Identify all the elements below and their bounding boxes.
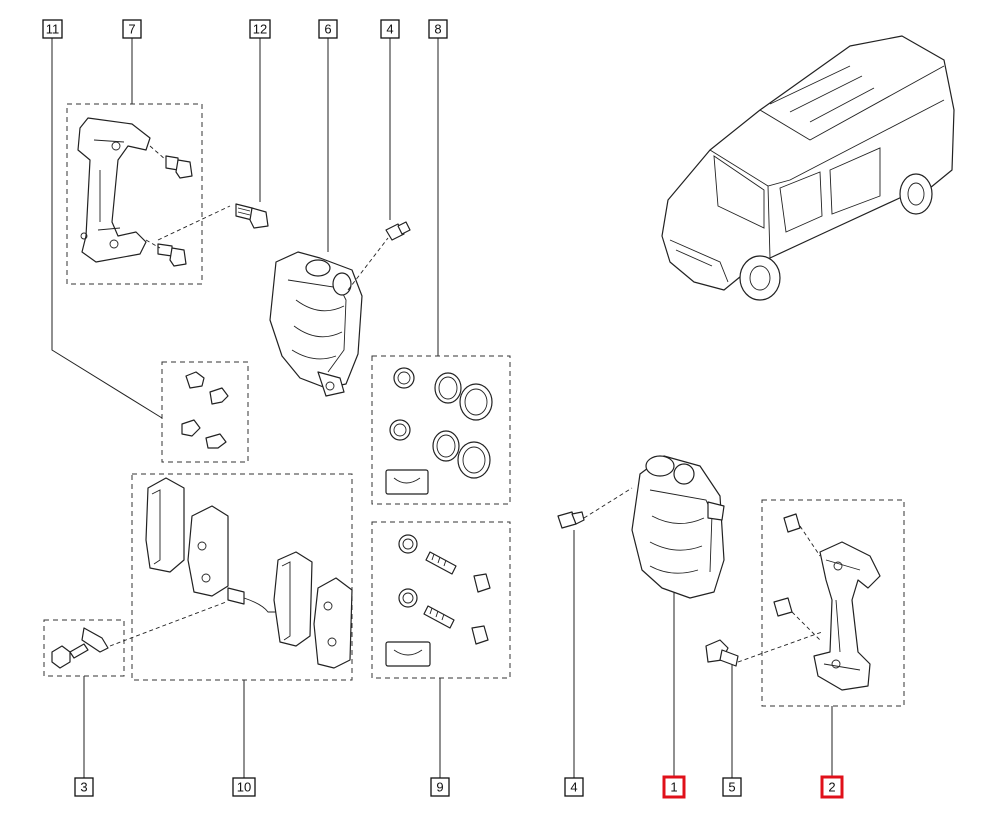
callout-4-bottom: 4 <box>564 777 584 797</box>
callout-4-top: 4 <box>380 19 400 39</box>
pad-clips-illustration <box>181 371 229 449</box>
svg-text:3: 3 <box>80 780 87 795</box>
group-frame-8 <box>371 355 511 505</box>
svg-text:9: 9 <box>436 780 443 795</box>
callout-5: 5 <box>722 777 742 797</box>
group-frame-7 <box>66 103 203 285</box>
bracket-bolt-illustration <box>235 203 269 229</box>
svg-text:2: 2 <box>828 780 835 795</box>
group-frame-9 <box>371 521 511 679</box>
callout-1: 1 <box>662 775 686 799</box>
bleed-screw-top-illustration <box>385 221 411 241</box>
svg-text:8: 8 <box>434 22 441 37</box>
svg-text:4: 4 <box>386 22 393 37</box>
caliper-right-illustration <box>631 455 725 599</box>
svg-text:4: 4 <box>570 780 577 795</box>
callout-2: 2 <box>820 775 844 799</box>
callout-6: 6 <box>318 19 338 39</box>
group-frame-3 <box>43 619 125 677</box>
callout-11: 11 <box>42 19 63 39</box>
group-frame-10 <box>131 473 353 681</box>
bleed-screw-right-illustration <box>557 487 633 529</box>
group-frame-2 <box>761 499 905 707</box>
caliper-left-illustration <box>269 237 389 397</box>
svg-text:12: 12 <box>253 22 267 37</box>
guide-pin-kit-illustration <box>385 534 491 667</box>
group-frame-11 <box>161 361 249 463</box>
svg-text:11: 11 <box>46 22 60 37</box>
svg-text:1: 1 <box>670 780 677 795</box>
callout-12: 12 <box>249 19 271 39</box>
leader-lines <box>51 38 833 778</box>
svg-text:7: 7 <box>128 22 135 37</box>
callout-7: 7 <box>122 19 142 39</box>
callout-8: 8 <box>428 19 448 39</box>
svg-text:10: 10 <box>237 780 251 795</box>
sensor-bolt-illustration <box>51 601 227 669</box>
caliper-bolt-illustration <box>705 631 823 667</box>
seal-kit-illustration <box>385 367 493 495</box>
caliper-bracket-right-illustration <box>773 513 881 691</box>
van-illustration <box>661 35 955 301</box>
brake-pads-illustration <box>145 477 353 669</box>
svg-text:5: 5 <box>728 780 735 795</box>
leader-11 <box>51 38 163 419</box>
callout-9: 9 <box>430 777 450 797</box>
callout-10: 10 <box>232 777 256 797</box>
svg-text:6: 6 <box>324 22 331 37</box>
caliper-bracket-illustration <box>77 117 231 267</box>
callout-3: 3 <box>74 777 94 797</box>
